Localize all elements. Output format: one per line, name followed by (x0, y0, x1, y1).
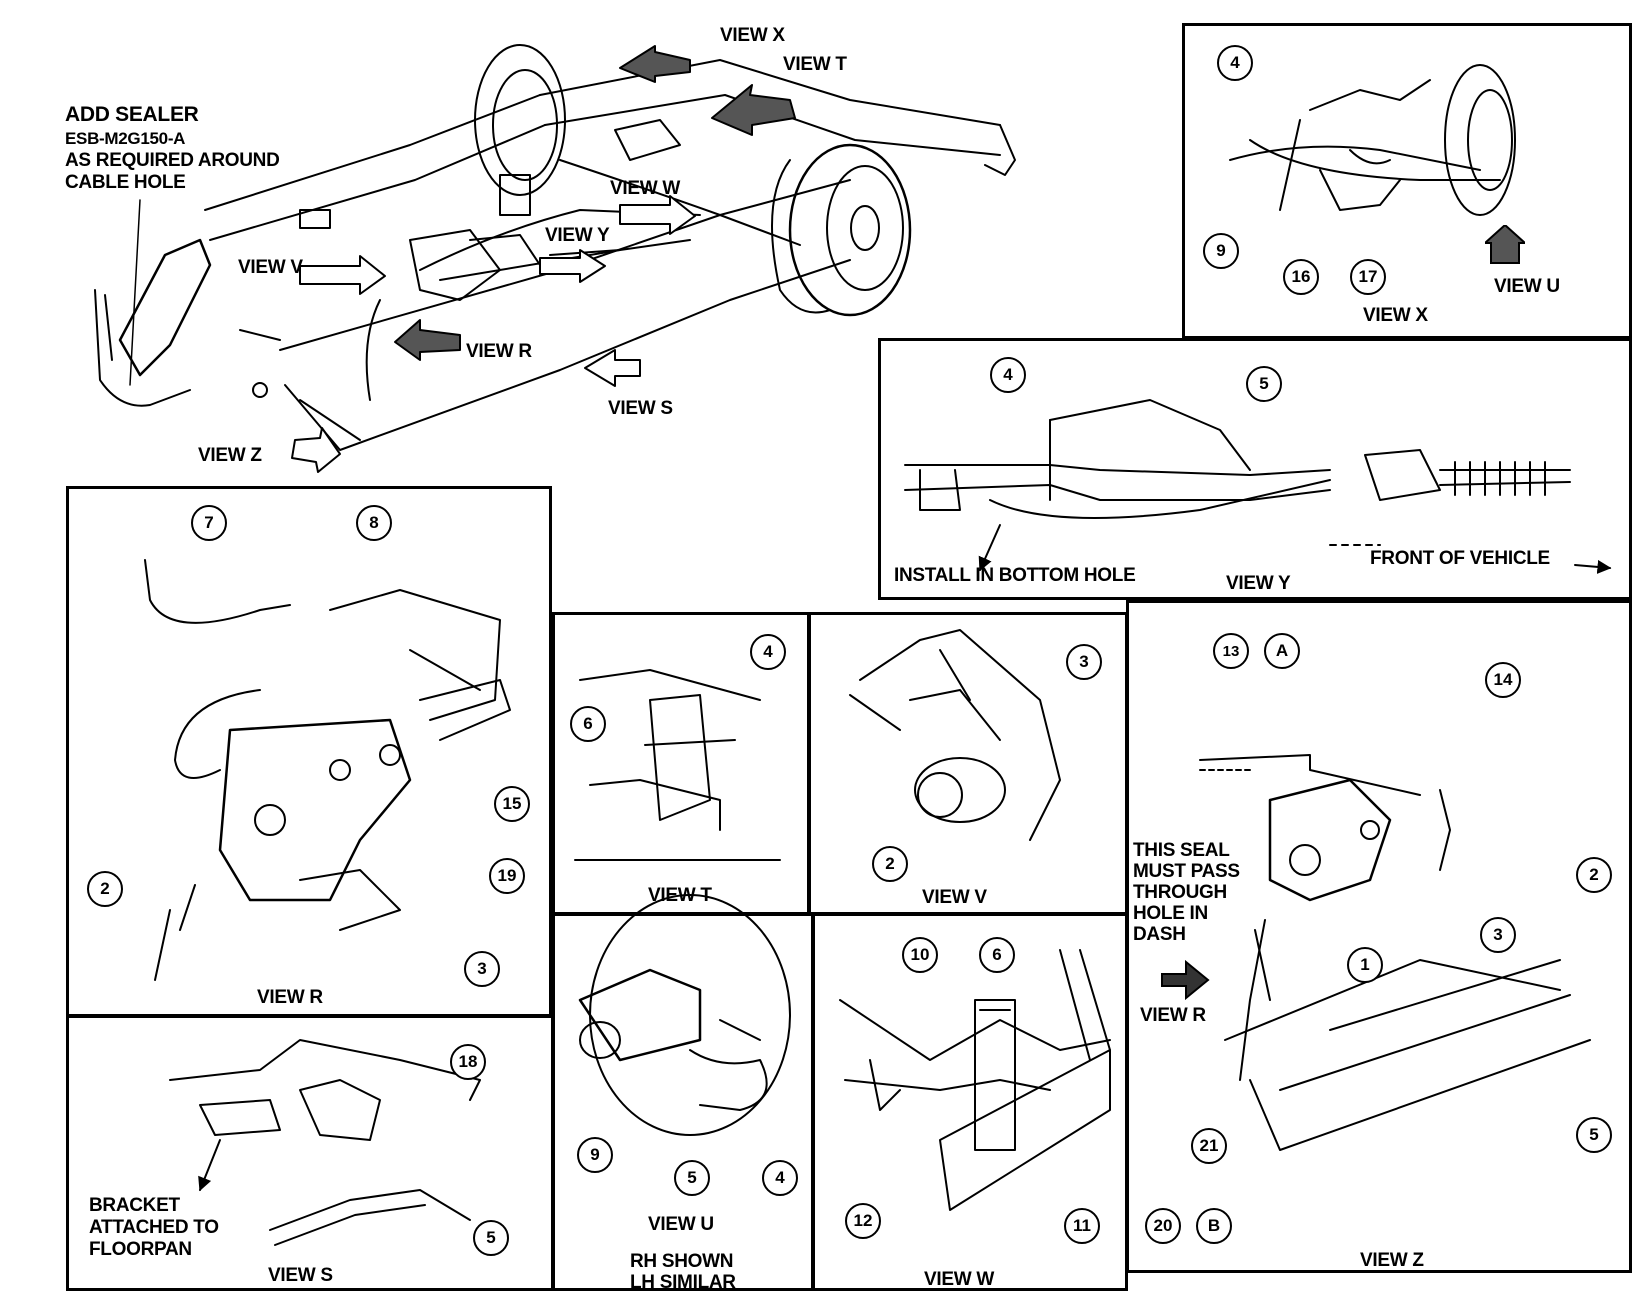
panel-view-z (1126, 600, 1632, 1273)
view-z-callout-a: A (1264, 633, 1300, 669)
view-y-install-note: INSTALL IN BOTTOM HOLE (894, 565, 1136, 586)
view-u-callout-9: 9 (577, 1137, 613, 1173)
view-r-callout-3: 3 (464, 951, 500, 987)
view-x-arrow-icon (1485, 225, 1525, 264)
view-s-note-3: FLOORPAN (89, 1239, 192, 1260)
view-z-title: VIEW Z (1360, 1250, 1424, 1271)
view-x-view-u-label: VIEW U (1494, 276, 1560, 297)
view-s-note-2: ATTACHED TO (89, 1217, 219, 1238)
view-v-callout-3: 3 (1066, 644, 1102, 680)
view-r-callout-7: 7 (191, 505, 227, 541)
view-z-callout-14: 14 (1485, 662, 1521, 698)
view-x-title: VIEW X (1363, 305, 1428, 326)
view-u-linework (578, 894, 791, 1136)
view-t-title: VIEW T (648, 885, 712, 906)
panel-view-r (66, 486, 552, 1017)
sealer-note-line-3: AS REQUIRED AROUND (65, 150, 280, 171)
overview-view-t-label: VIEW T (783, 54, 847, 75)
panel-view-x (1182, 23, 1632, 339)
view-t-callout-6: 6 (570, 706, 606, 742)
view-r-title: VIEW R (257, 987, 323, 1008)
view-x-callout-9: 9 (1203, 233, 1239, 269)
view-z-callout-21: 21 (1191, 1128, 1227, 1164)
view-v-callout-2: 2 (872, 846, 908, 882)
overview-view-w-label: VIEW W (610, 178, 680, 199)
view-u-callout-5: 5 (674, 1160, 710, 1196)
view-u-title: VIEW U (648, 1214, 714, 1235)
view-v-title: VIEW V (922, 887, 987, 908)
overview-view-s-label: VIEW S (608, 398, 673, 419)
view-y-title: VIEW Y (1226, 573, 1291, 594)
view-y-callout-4: 4 (990, 357, 1026, 393)
view-z-linework (1199, 754, 1591, 1151)
view-z-callout-5: 5 (1576, 1117, 1612, 1153)
view-r-linework (144, 559, 511, 981)
panel-view-y (878, 338, 1632, 600)
view-s-linework (169, 1039, 481, 1246)
view-x-callout-4: 4 (1217, 45, 1253, 81)
view-z-arrow-icon (1161, 960, 1210, 1000)
view-s-callout-18: 18 (450, 1044, 486, 1080)
overview-view-z-label: VIEW Z (198, 445, 262, 466)
overview-view-r-label: VIEW R (466, 341, 532, 362)
view-s-title: VIEW S (268, 1265, 333, 1286)
view-x-callout-16: 16 (1283, 259, 1319, 295)
view-z-seal-note-5: DASH (1133, 924, 1186, 945)
view-y-front-of-vehicle: FRONT OF VEHICLE (1370, 548, 1550, 569)
view-z-seal-note-3: THROUGH (1133, 882, 1227, 903)
panel-view-w (812, 913, 1128, 1291)
view-w-callout-12: 12 (845, 1203, 881, 1239)
overview-view-v-label: VIEW V (238, 257, 303, 278)
view-t-callout-4: 4 (750, 634, 786, 670)
view-w-callout-6: 6 (979, 937, 1015, 973)
view-y-linework (904, 399, 1612, 574)
view-u-sub-2: LH SIMILAR (630, 1272, 736, 1293)
view-w-title: VIEW W (924, 1269, 994, 1290)
view-t-linework (574, 669, 781, 861)
overview-view-arrows (291, 45, 796, 473)
view-s-callout-5: 5 (473, 1220, 509, 1256)
sealer-note-line-4: CABLE HOLE (65, 172, 186, 193)
view-z-callout-13: 13 (1213, 633, 1249, 669)
sealer-note-line-1: ADD SEALER (65, 103, 199, 126)
overview-view-x-label: VIEW X (720, 25, 785, 46)
view-r-callout-8: 8 (356, 505, 392, 541)
view-x-callout-17: 17 (1350, 259, 1386, 295)
view-w-callout-10: 10 (902, 937, 938, 973)
view-u-callout-4: 4 (762, 1160, 798, 1196)
view-z-callout-1: 1 (1347, 947, 1383, 983)
view-u-sub-1: RH SHOWN (630, 1251, 734, 1272)
view-v-linework (849, 629, 1061, 841)
view-z-callout-2: 2 (1576, 857, 1612, 893)
view-z-seal-note-4: HOLE IN (1133, 903, 1208, 924)
view-y-callout-5: 5 (1246, 366, 1282, 402)
view-r-callout-19: 19 (489, 858, 525, 894)
view-z-callout-b: B (1196, 1208, 1232, 1244)
view-r-callout-15: 15 (494, 786, 530, 822)
view-s-note-1: BRACKET (89, 1195, 180, 1216)
view-r-callout-2: 2 (87, 871, 123, 907)
overview-view-y-label: VIEW Y (545, 225, 610, 246)
view-z-view-r-label: VIEW R (1140, 1005, 1206, 1026)
view-w-linework (839, 949, 1111, 1211)
view-z-seal-note-1: THIS SEAL (1133, 840, 1230, 861)
sealer-note-line-2: ESB-M2G150-A (65, 129, 186, 148)
view-z-callout-20: 20 (1145, 1208, 1181, 1244)
view-x-linework (1229, 64, 1516, 216)
view-w-callout-11: 11 (1064, 1208, 1100, 1244)
overview-chassis (94, 44, 1016, 451)
view-z-callout-3: 3 (1480, 917, 1516, 953)
view-z-seal-note-2: MUST PASS (1133, 861, 1240, 882)
